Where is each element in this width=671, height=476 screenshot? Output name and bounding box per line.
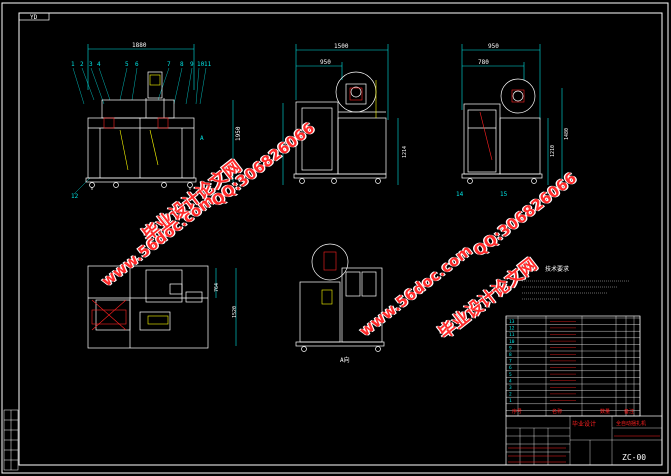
- bom-header: 序号 名称 数量 备注: [512, 408, 634, 415]
- inner-border: [18, 12, 663, 466]
- end-height-dim-1: 1480: [564, 128, 570, 140]
- end-bottom-label: 14: [456, 191, 464, 198]
- school-name: 毕业设计: [572, 420, 596, 428]
- bom-item-number: 4: [509, 378, 512, 384]
- bom-item-number: 8: [509, 352, 512, 358]
- part-label: 9: [190, 61, 194, 68]
- end-view: 950 780 1480 1210 14 15: [456, 43, 570, 198]
- end-bottom-label: 15: [500, 191, 508, 198]
- part-label: 7: [167, 61, 171, 68]
- front-width-dim: 1880: [132, 42, 147, 49]
- bom-header-cell: 名称: [552, 408, 562, 415]
- bom-item-number: 1: [509, 398, 512, 404]
- side-view: 1500 950 1820 1214: [282, 43, 408, 185]
- end-height-dim-2: 1210: [550, 145, 556, 157]
- plan-view: 764 1520: [87, 265, 238, 349]
- part-label: 3: [89, 61, 93, 68]
- part-label: 4: [97, 61, 101, 68]
- bom-item-number: 11: [509, 332, 515, 338]
- bom-item-number: 9: [509, 345, 512, 351]
- corner-tag-box: [18, 12, 50, 21]
- bom-item-number: 7: [509, 359, 512, 365]
- front-height-dim: 1950: [235, 126, 242, 141]
- bom-item-number: 6: [509, 365, 512, 371]
- bom-header-cell: 数量: [600, 408, 610, 415]
- end-width-dim: 950: [488, 43, 499, 50]
- bom-item-number: 12: [509, 326, 515, 332]
- title-block: 毕业设计 全自动捆扎机 ZC-00: [505, 415, 663, 466]
- section-label: A向: [340, 356, 350, 364]
- section-mark: A: [200, 135, 204, 142]
- part-label: 5: [125, 61, 129, 68]
- drawing-number: ZC-00: [622, 453, 646, 462]
- side-upper-dim: 950: [320, 59, 331, 66]
- drawing-title: 全自动捆扎机: [616, 420, 646, 427]
- bom-item-number: 3: [509, 385, 512, 391]
- front-view: 1880 1950 1 2 3 4 5 6 7 8 9 10 11 12 A: [71, 42, 242, 200]
- bom-header-cell: 序号: [512, 408, 522, 415]
- notes-title: 技术要求: [545, 265, 569, 273]
- part-label: 2: [80, 61, 84, 68]
- bom-item-number: 13: [509, 319, 515, 325]
- part-label: 6: [135, 61, 139, 68]
- part-label: 8: [180, 61, 184, 68]
- bom-item-number: 5: [509, 372, 512, 378]
- part-label: 1: [71, 61, 75, 68]
- side-width-dim: 1500: [334, 43, 349, 50]
- side-height-dim-2: 1214: [402, 146, 408, 158]
- section-view: A向: [295, 243, 385, 364]
- plan-width-dim: 1520: [232, 306, 238, 318]
- bom-item-number: 2: [509, 392, 512, 398]
- part-label: 12: [71, 193, 79, 200]
- bom-item-number: 10: [509, 339, 515, 345]
- end-upper-dim: 780: [478, 59, 489, 66]
- part-label: 10: [197, 61, 205, 68]
- plan-height-dim: 764: [214, 283, 220, 292]
- corner-tag: YD: [30, 14, 38, 21]
- bom-header-cell: 备注: [624, 408, 634, 415]
- part-label: 11: [204, 61, 212, 68]
- side-height-dim-1: 1820: [284, 141, 290, 153]
- technical-notes: 技术要求: [522, 265, 630, 300]
- margin-strip: [3, 409, 19, 471]
- front-part-labels: 1 2 3 4 5 6 7 8 9 10 11 12 A: [71, 61, 212, 200]
